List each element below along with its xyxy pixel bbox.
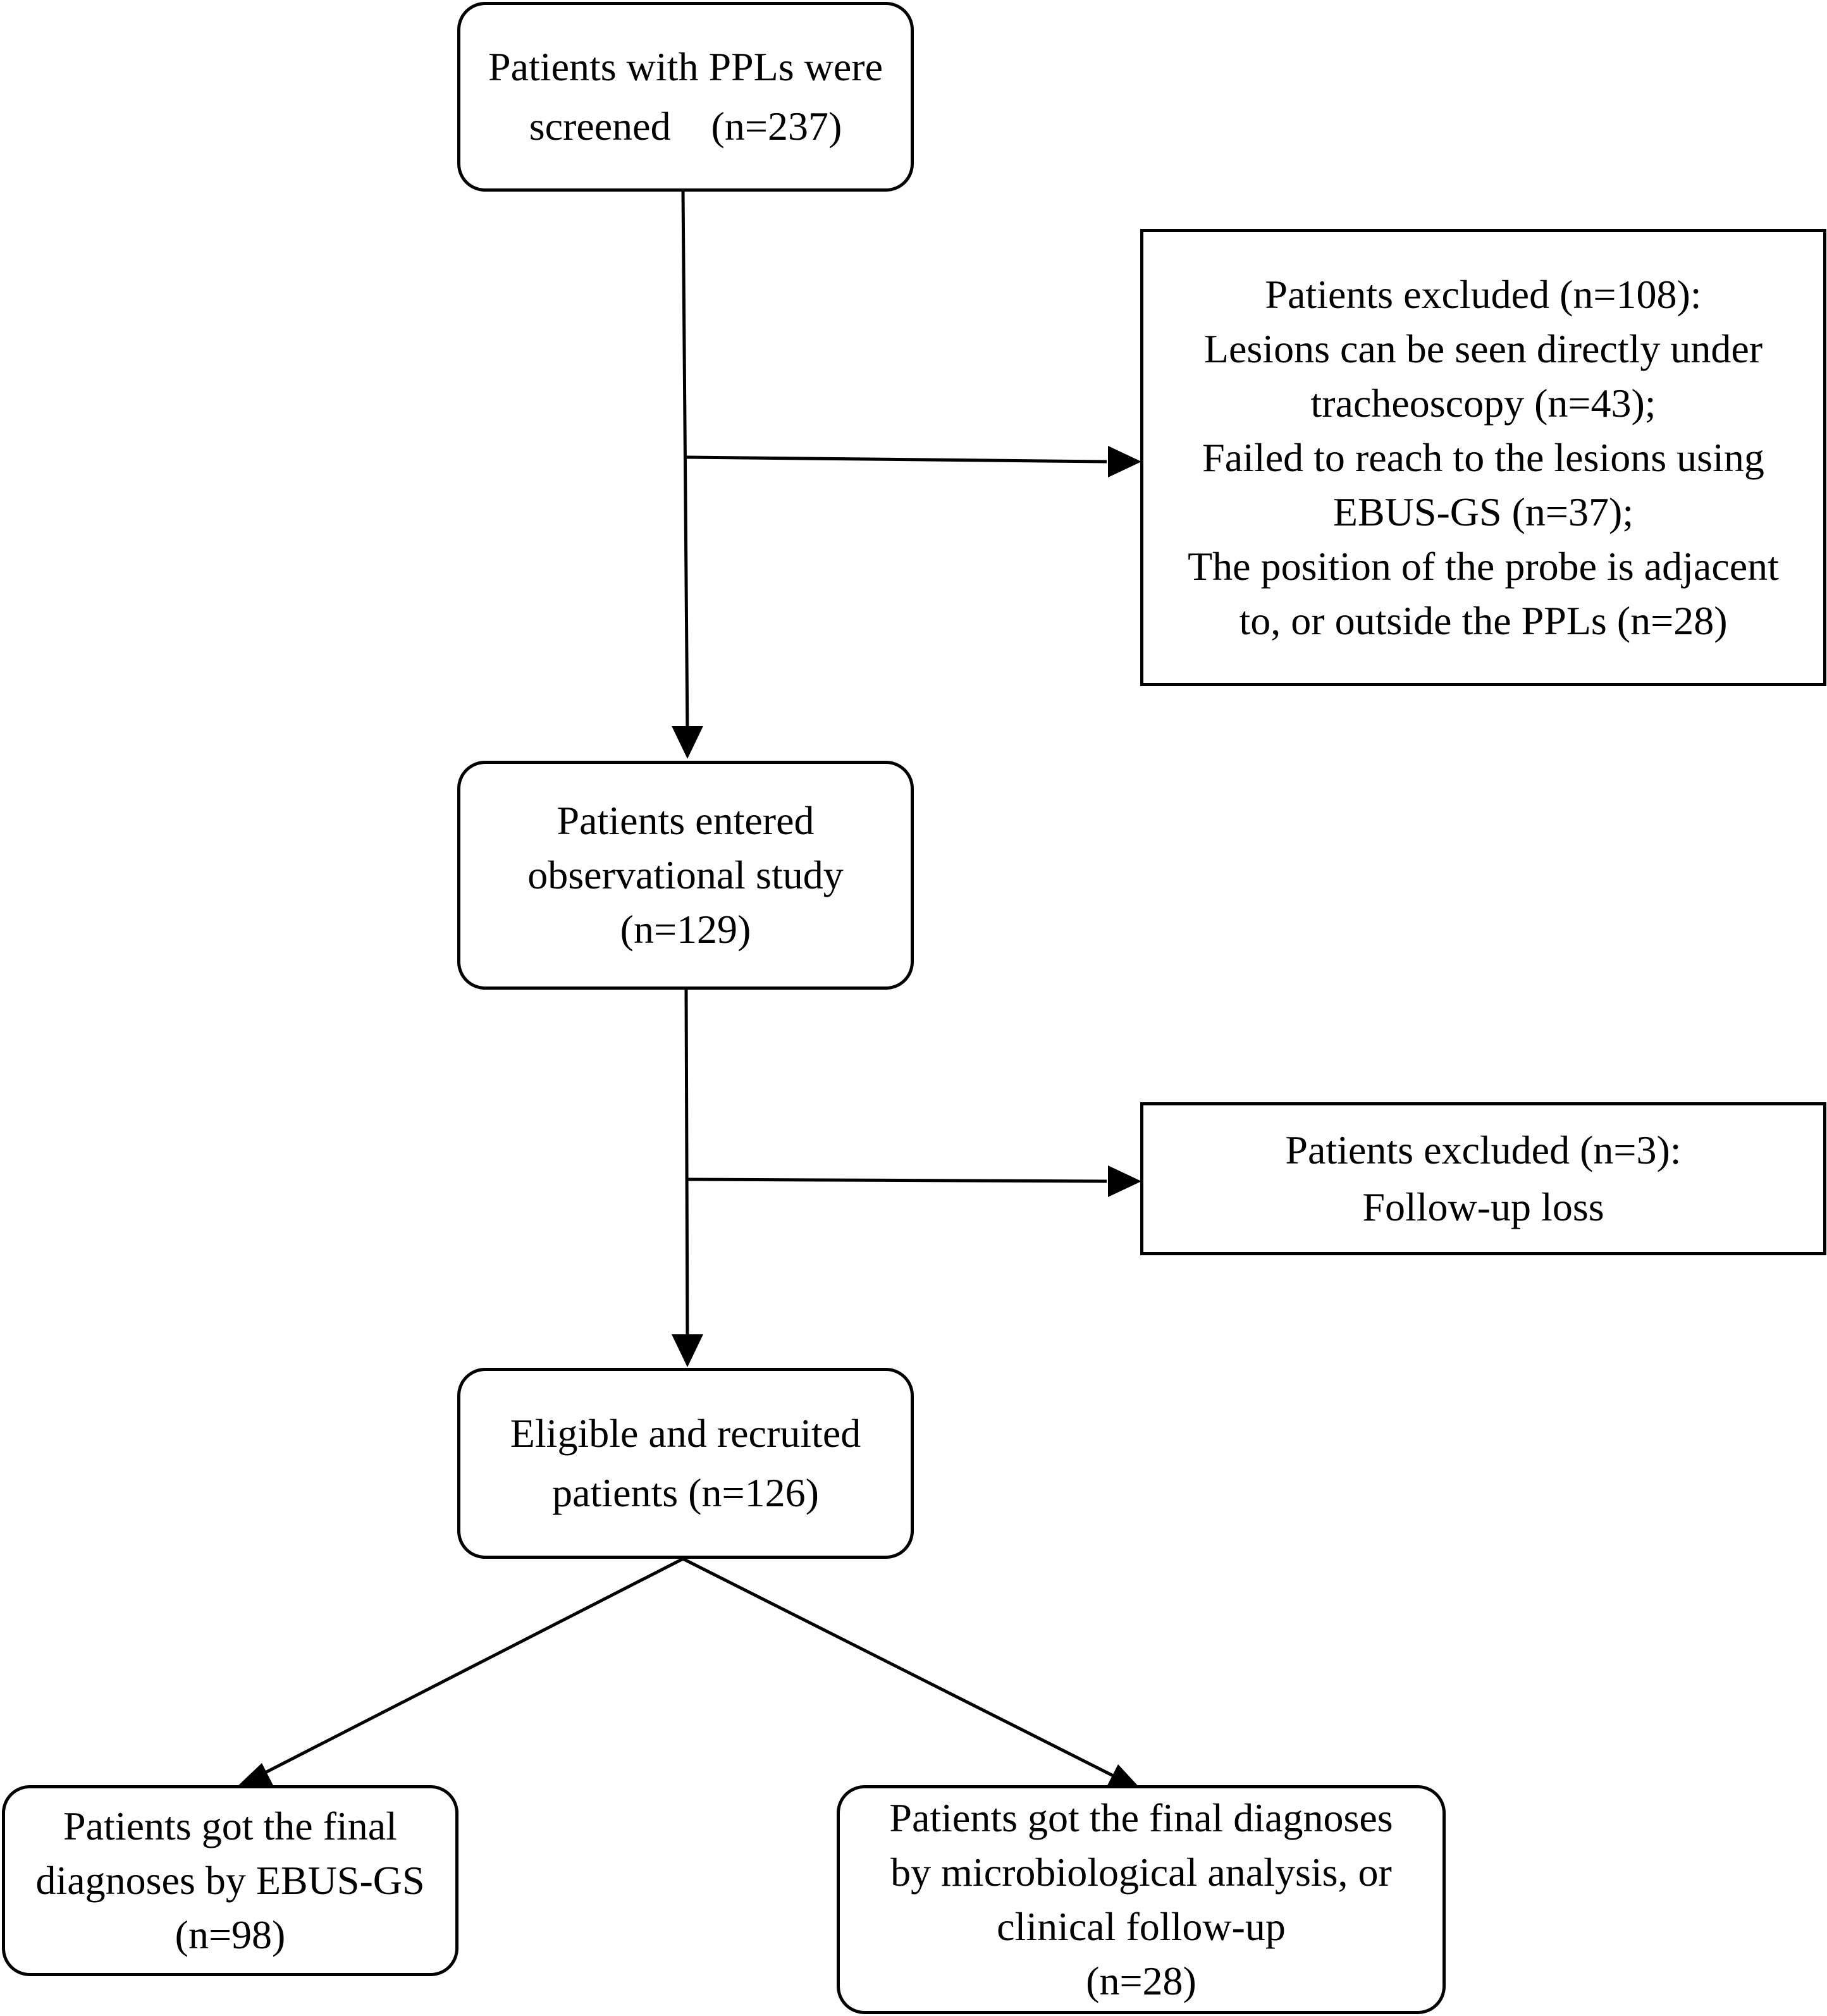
entered-line-1: Patients entered: [557, 798, 815, 843]
connector-to-final-micro: [682, 1557, 1121, 1781]
excluded-box-1: Patients excluded (n=108): Lesions can b…: [1140, 229, 1826, 686]
connector-to-final-ebus: [253, 1557, 684, 1780]
screened-box: Patients with PPLs were screened (n=237): [457, 2, 914, 192]
final-micro-box: Patients got the final diagnoses by micr…: [837, 1785, 1446, 2014]
final-micro-line-4: (n=28): [1086, 1958, 1196, 2003]
arrowhead-entered: [672, 726, 703, 759]
connector-to-excluded-2: [686, 1177, 1107, 1183]
eligible-box: Eligible and recruited patients (n=126): [457, 1368, 914, 1559]
eligible-line-2: patients (n=126): [552, 1470, 819, 1515]
entered-box: Patients entered observational study (n=…: [457, 761, 914, 990]
excluded-1-line-3: tracheoscopy (n=43);: [1310, 380, 1656, 426]
connector-to-excluded-1: [686, 455, 1107, 464]
entered-line-3: (n=129): [620, 907, 751, 952]
excluded-1-line-1: Patients excluded (n=108):: [1265, 271, 1702, 317]
excluded-2-line-2: Follow-up loss: [1362, 1184, 1604, 1229]
arrowhead-final-ebus: [235, 1763, 276, 1792]
excluded-1-line-5: EBUS-GS (n=37);: [1332, 489, 1634, 534]
final-ebus-line-1: Patients got the final: [63, 1804, 397, 1848]
excluded-1-line-7: to, or outside the PPLs (n=28): [1239, 598, 1728, 643]
eligible-line-1: Eligible and recruited: [510, 1411, 861, 1456]
connector-screened-to-entered: [681, 189, 689, 737]
final-micro-line-3: clinical follow-up: [997, 1904, 1286, 1949]
entered-line-2: observational study: [527, 852, 844, 897]
excluded-1-line-2: Lesions can be seen directly under: [1203, 326, 1763, 371]
connector-entered-to-eligible: [684, 989, 689, 1344]
excluded-box-2: Patients excluded (n=3): Follow-up loss: [1140, 1102, 1826, 1255]
final-micro-line-2: by microbiological analysis, or: [890, 1850, 1392, 1895]
excluded-1-line-4: Failed to reach to the lesions using: [1202, 434, 1764, 480]
arrowhead-excluded-1: [1108, 446, 1141, 477]
final-ebus-line-3: (n=98): [175, 1912, 286, 1957]
screened-line-2: screened (n=237): [529, 104, 842, 149]
screened-line-1: Patients with PPLs were: [488, 44, 883, 89]
final-ebus-box: Patients got the final diagnoses by EBUS…: [2, 1785, 458, 1976]
excluded-1-line-6: The position of the probe is adjacent: [1188, 543, 1779, 589]
arrowhead-eligible: [672, 1334, 703, 1367]
excluded-2-line-1: Patients excluded (n=3):: [1285, 1128, 1682, 1172]
arrowhead-excluded-2: [1108, 1165, 1141, 1197]
final-micro-line-1: Patients got the final diagnoses: [889, 1795, 1393, 1840]
final-ebus-line-2: diagnoses by EBUS-GS: [35, 1858, 425, 1903]
